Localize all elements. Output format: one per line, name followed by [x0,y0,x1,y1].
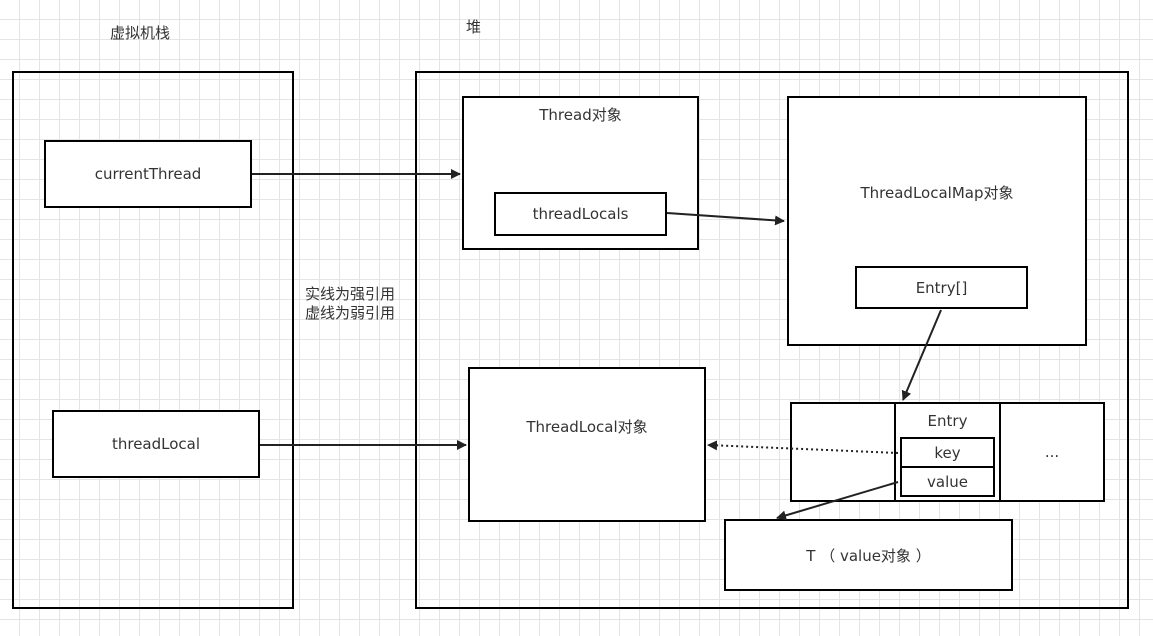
value-object: T （ value对象 ） [724,519,1013,591]
entry-label: Entry [927,412,968,430]
thread-local-ref-label: threadLocal [111,435,201,453]
thread-local-object-label: ThreadLocal对象 [526,418,648,436]
entry-cell-more: ... [999,402,1105,502]
entry-value-label: value [927,472,968,491]
entry-key-field: key [900,437,995,468]
thread-local-object [468,367,706,522]
heap-title: 堆 [466,18,482,36]
ellipsis-label: ... [1044,443,1060,461]
thread-locals-field: threadLocals [494,192,667,236]
thread-local-ref: threadLocal [52,410,260,478]
entry-array: Entry[] [855,266,1028,309]
entry-array-label: Entry[] [915,278,968,297]
vm-stack-region [12,71,294,609]
legend-strong-ref: 实线为强引用 [305,285,396,303]
entry-key-label: key [934,443,961,462]
current-thread-ref: currentThread [44,140,252,208]
entry-value-field: value [900,466,995,497]
heap-region [415,71,1129,609]
thread-local-map-label: ThreadLocalMap对象 [860,184,1014,202]
thread-object-label: Thread对象 [539,106,622,124]
current-thread-label: currentThread [94,165,202,183]
legend-weak-ref: 虚线为弱引用 [305,304,396,322]
entry-cell-empty [790,402,896,502]
value-object-label: T （ value对象 ） [806,546,931,565]
thread-locals-label: threadLocals [532,205,629,223]
stack-title: 虚拟机栈 [110,24,171,42]
